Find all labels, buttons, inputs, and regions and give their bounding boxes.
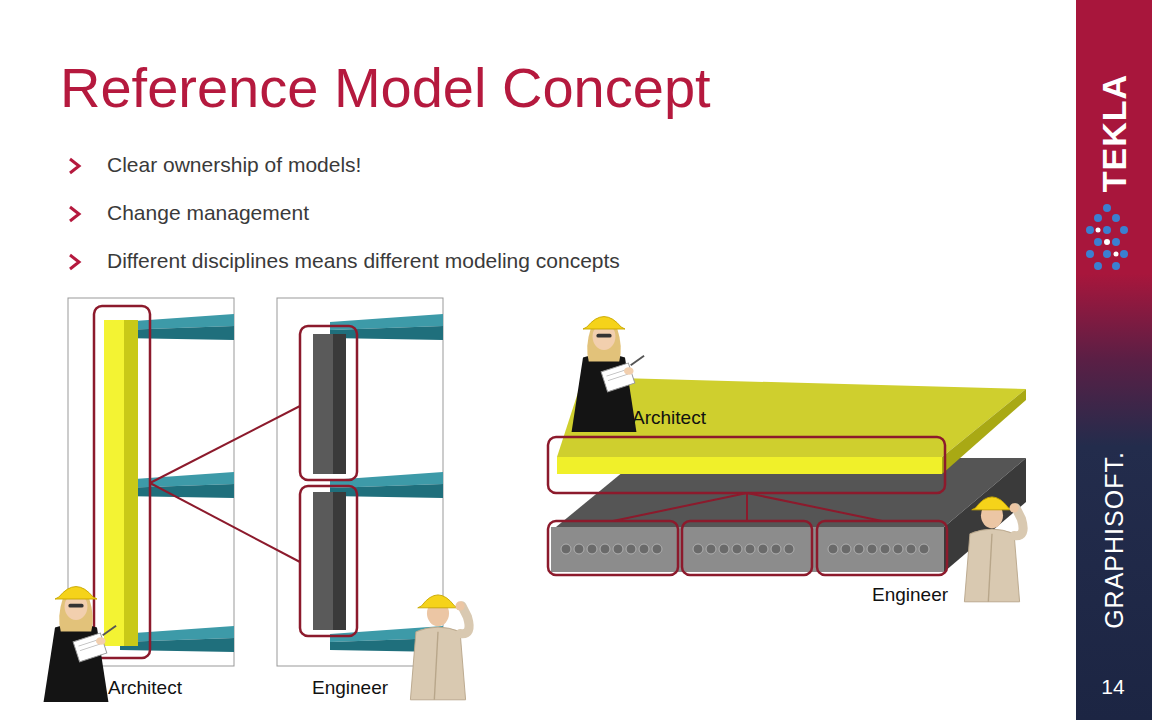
bullet-text: Change management (107, 201, 309, 225)
brand-logo: GRAPHISOFT. (1100, 451, 1129, 629)
brand-logo: TEKLA (1095, 74, 1134, 192)
role-label: Architect (632, 407, 706, 429)
bullet-text: Clear ownership of models! (107, 153, 361, 177)
slide-title: Reference Model Concept (60, 56, 711, 120)
page-number: 14 (1101, 675, 1124, 699)
role-label: Engineer (312, 677, 388, 699)
bullet-text: Different disciplines means different mo… (107, 249, 620, 273)
role-label: Engineer (872, 584, 948, 606)
role-label: Architect (108, 677, 182, 699)
